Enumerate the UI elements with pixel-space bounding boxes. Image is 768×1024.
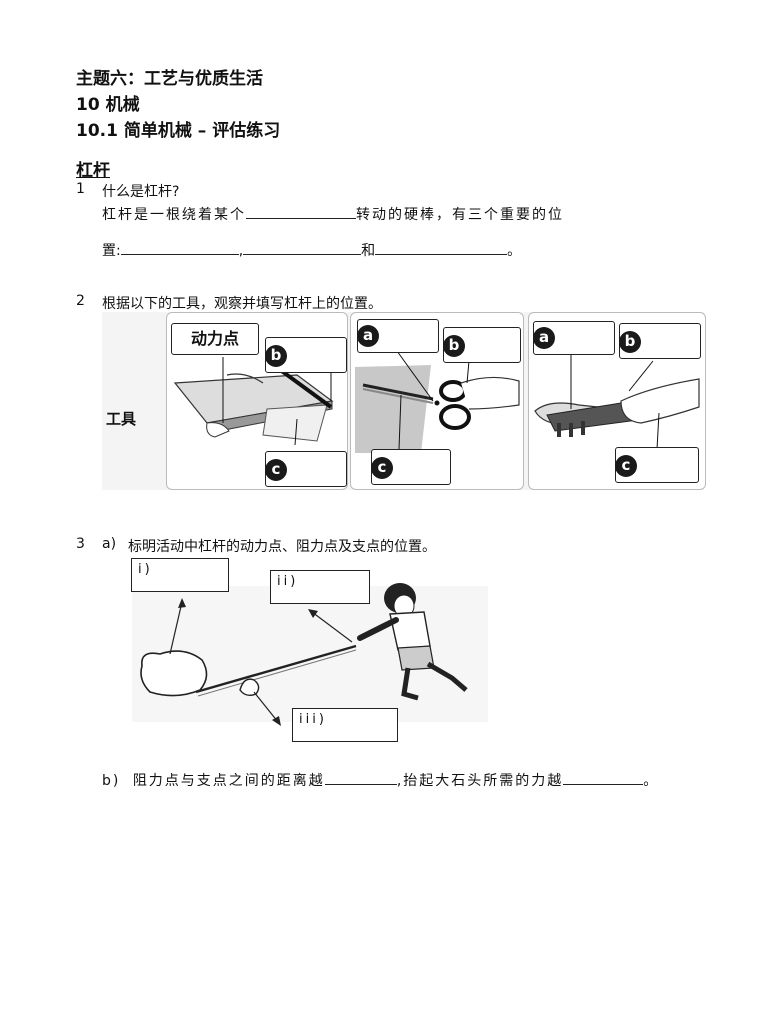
q1-line1-start: 杠杆是一根绕着某个 [102, 207, 246, 223]
tools-figure: 工具 动力点 b c [102, 312, 706, 490]
q1-line2-start: 置: [102, 243, 121, 259]
tool2-marker-c: c [371, 457, 393, 479]
answer-box-i-label: i) [138, 562, 153, 577]
answer-box-iii[interactable]: iii) [292, 708, 398, 742]
q3b-text2: ,抬起大石头所需的力越 [396, 773, 564, 789]
q2-number: 2 [76, 293, 85, 309]
section-heading: 10.1 简单机械 – 评估练习 [76, 121, 281, 141]
q3-number: 3 [76, 536, 85, 552]
scissors-drawing [355, 350, 520, 453]
q3a-text: 标明活动中杠杆的动力点、阻力点及支点的位置。 [128, 539, 436, 555]
tool3-marker-c: c [615, 455, 637, 477]
q2-question: 根据以下的工具，观察并填写杠杆上的位置。 [102, 296, 382, 312]
answer-box-ii[interactable]: ii) [270, 570, 370, 604]
q3b-blank-force[interactable] [563, 770, 644, 785]
tool-panel-scissors: a b c [350, 312, 524, 490]
effort-point-label: 动力点 [190, 329, 239, 348]
q1-blank-2[interactable] [243, 240, 362, 255]
q1-blank-3[interactable] [375, 240, 508, 255]
tool3-marker-a: a [533, 327, 555, 349]
tool-panel-paper-cutter: 动力点 b c [166, 312, 348, 490]
q3a-label: a) [102, 536, 117, 552]
tool1-marker-c: c [265, 459, 287, 481]
answer-box-ii-label: ii) [277, 574, 299, 589]
tool2-marker-a: a [357, 325, 379, 347]
answer-box-i[interactable]: i) [131, 558, 229, 592]
q3b-label: b) [102, 773, 121, 789]
tool2-marker-b: b [443, 335, 465, 357]
q3b-end: 。 [643, 773, 660, 789]
chapter-heading: 10 机械 [76, 95, 140, 115]
tool1-marker-b: b [265, 345, 287, 367]
effort-point-box: 动力点 [171, 323, 259, 355]
tool-panel-stapler: a b c [528, 312, 706, 490]
q1-line2: 置:, 和 。 [102, 240, 521, 260]
q1-comma: , [238, 243, 244, 259]
q1-end: 。 [507, 243, 522, 259]
q1-question: 什么是杠杆? [102, 184, 180, 200]
stapler-drawing [534, 353, 700, 450]
q1-line1-end: 转动的硬棒，有三个重要的位 [356, 207, 564, 223]
theme-heading: 主题六：工艺与优质生活 [76, 69, 263, 89]
topic-heading: 杠杆 [76, 161, 110, 181]
q1-line1: 杠杆是一根绕着某个 转动的硬棒，有三个重要的位 [102, 204, 564, 224]
q1-and: 和 [361, 243, 376, 259]
q3b-line: b) 阻力点与支点之间的距离越 ,抬起大石头所需的力越 。 [102, 770, 659, 790]
q3b-text1: 阻力点与支点之间的距离越 [132, 773, 325, 789]
q3b-blank-distance[interactable] [324, 770, 397, 785]
answer-box-iii-label: iii) [299, 712, 327, 727]
tools-label: 工具 [106, 410, 137, 428]
q1-number: 1 [76, 181, 85, 197]
q1-blank-1[interactable] [120, 240, 239, 255]
paper-cutter-drawing [173, 357, 334, 446]
q1-blank-fulcrum[interactable] [246, 204, 356, 219]
tool3-marker-b: b [619, 331, 641, 353]
